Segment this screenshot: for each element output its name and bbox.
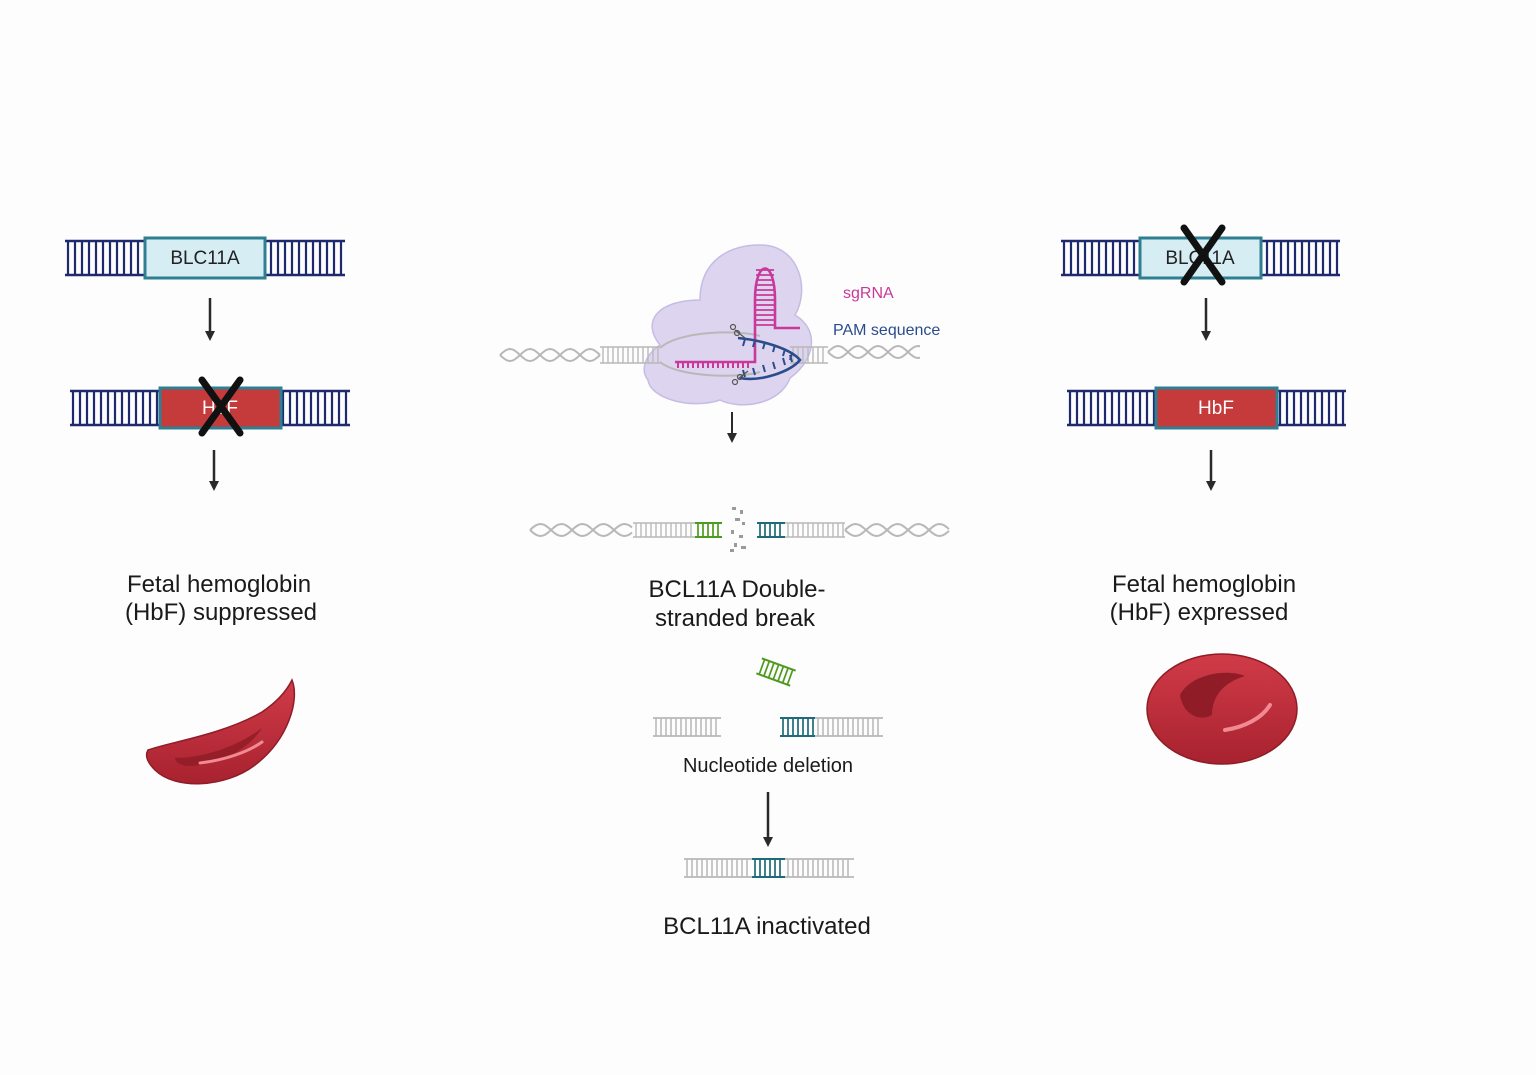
right-pathway: BLC11A HbF Fetal hemoglobin (HbF) expres…: [1061, 224, 1346, 765]
deletion-label: Nucleotide deletion: [683, 755, 853, 777]
result-label: BCL11A inactivated: [663, 913, 871, 940]
break-caption-line1: BCL11A Double-: [649, 576, 826, 603]
base-pair-rung: [767, 662, 775, 679]
cas9-protein-shape: [643, 244, 812, 406]
right-caption-line2: (HbF) expressed: [1110, 599, 1289, 626]
sgrna-label: sgRNA: [843, 285, 894, 302]
base-pair-rung: [786, 669, 794, 685]
center-dna-wave-left-2: [499, 347, 601, 363]
right-dna-hbf: HbF: [1067, 386, 1346, 430]
left-gene-label: BLC11A: [170, 248, 240, 269]
dna-debris: [730, 507, 746, 552]
base-pair-rung: [763, 660, 771, 677]
sgrna-strand: [675, 267, 800, 368]
left-pathway: BLC11A HbF Fetal hemoglobin (HbF) suppre…: [65, 236, 350, 785]
base-pair-rung: [772, 664, 780, 680]
left-hbf-box: [158, 386, 283, 430]
left-caption-line2: (HbF) suppressed: [125, 599, 317, 626]
rejoined-dna: [684, 858, 854, 878]
red-blood-cell-icon: [1146, 653, 1298, 765]
base-pair-rung: [758, 659, 766, 675]
cas9-complex: [499, 244, 921, 406]
scissors-icon-top: [729, 323, 746, 339]
base-pair-rung: [777, 665, 785, 682]
right-caption-line1: Fetal hemoglobin: [1112, 571, 1296, 598]
pam-label: PAM sequence: [833, 322, 940, 339]
center-pathway: sgRNA PAM sequence BCL11A Double- strand…: [499, 244, 950, 940]
base-pair-rung: [781, 667, 789, 684]
deletion-left-segment: [653, 717, 721, 737]
center-dna-wave-left: [499, 347, 601, 363]
center-dna-wave-right-2: [827, 344, 921, 360]
scissors-icon-bottom: [731, 370, 749, 386]
left-gene-box: [143, 236, 267, 280]
left-hbf-blocked-x-icon: [198, 376, 244, 437]
double-strand-break: [529, 507, 950, 552]
break-caption-line2: stranded break: [655, 605, 816, 632]
excised-fragment: [756, 657, 796, 687]
left-dna-hbf: HbF: [70, 376, 350, 437]
sickle-cell-icon: [145, 678, 296, 785]
center-dna-wave-right: [827, 344, 921, 360]
right-gene-blocked-x-icon: [1180, 224, 1226, 286]
left-caption-line1: Fetal hemoglobin: [127, 571, 311, 598]
left-dna-blc11a: BLC11A: [65, 236, 345, 280]
right-hbf-box: [1154, 386, 1279, 430]
right-dna-blc11a: BLC11A: [1061, 224, 1340, 286]
pam-strand: [737, 336, 802, 381]
right-hbf-label: HbF: [1198, 398, 1234, 419]
deletion-right-segment: [780, 717, 883, 737]
